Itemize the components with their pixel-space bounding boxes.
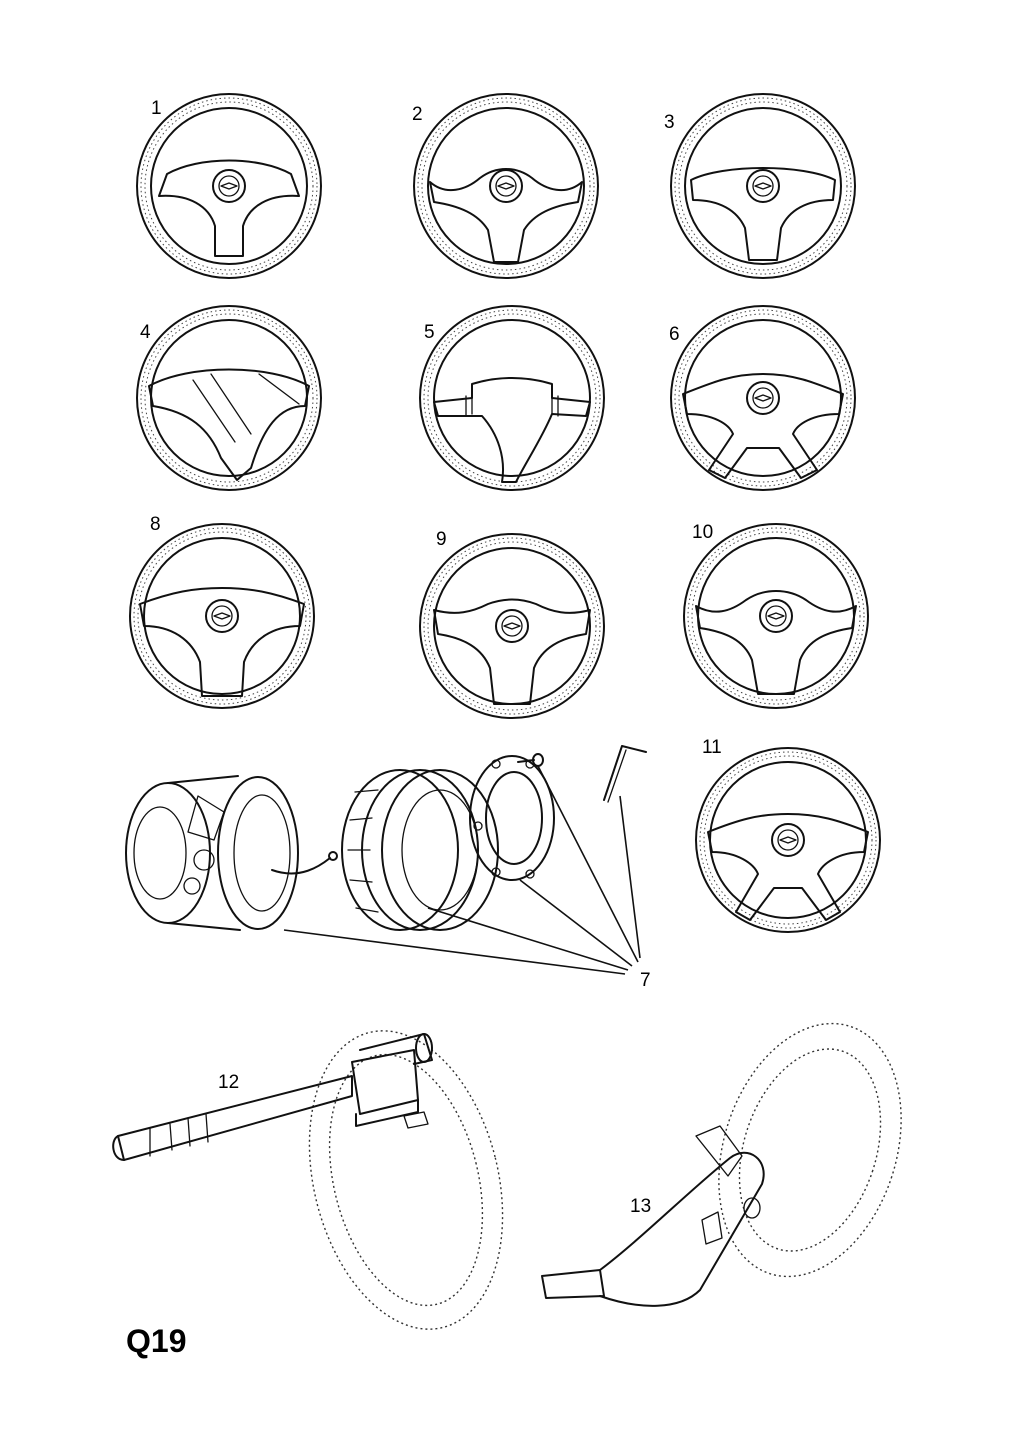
steering-wheel-8 [129,523,315,709]
callout-7: 7 [640,970,651,991]
callout-11: 11 [702,737,722,758]
steering-wheel-4 [136,305,322,491]
callout-3: 3 [664,112,675,133]
callout-10: 10 [692,522,713,543]
steering-wheel-11 [695,747,881,933]
callout-1: 1 [151,98,162,119]
spacer-ring [341,769,499,931]
adapter-hub [125,775,338,931]
callout-4: 4 [140,322,151,343]
steering-wheel-lock [112,1030,504,1330]
steering-wheel-1 [136,93,322,279]
callout-2: 2 [412,104,423,125]
steering-wheel-10 [683,523,869,709]
callout-6: 6 [669,324,680,345]
mounting-screw [517,753,544,767]
hex-key [603,745,647,803]
pedal-lock [541,1022,902,1307]
page-code: Q19 [126,1323,186,1359]
callout-9: 9 [436,529,447,550]
leader-lines-7 [283,765,641,975]
callout-13: 13 [630,1196,651,1217]
mounting-flange [469,755,555,881]
steering-wheel-2 [413,93,599,279]
steering-wheel-3 [670,93,856,279]
callout-8: 8 [150,514,161,535]
steering-wheel-6 [670,305,856,491]
steering-wheel-9 [419,533,605,719]
steering-wheel-5 [419,305,605,491]
callout-5: 5 [424,322,435,343]
callout-12: 12 [218,1072,239,1093]
